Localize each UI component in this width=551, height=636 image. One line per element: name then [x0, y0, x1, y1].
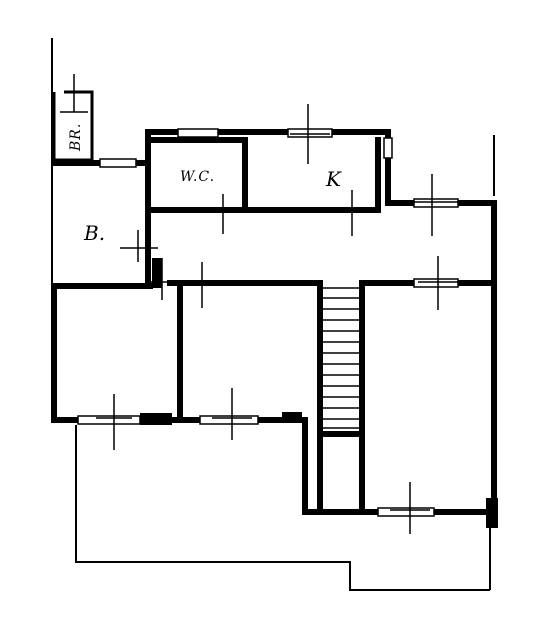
opening-marks: [96, 104, 458, 534]
door-blocks: [140, 258, 498, 528]
room-label-bathroom: B.: [83, 221, 105, 245]
window-front-mid: [199, 415, 259, 425]
window-right-upper: [413, 198, 459, 208]
room-label-box-room: BR.: [68, 123, 84, 152]
walls: [51, 129, 497, 515]
upper-block-top-wall: [145, 129, 413, 206]
window-top-left: [177, 128, 219, 138]
window-front-left: [77, 415, 141, 425]
lower-front-wall: [51, 417, 323, 515]
window-lower-room: [377, 507, 435, 517]
room-label-kitchen: K: [325, 167, 342, 191]
garden-boundary-line: [75, 425, 490, 591]
site-boundary-lines: [51, 38, 495, 591]
staircase-outline: [321, 287, 361, 429]
window-top-right: [287, 128, 333, 138]
room-label-wc: W.C.: [180, 169, 215, 185]
windows: [77, 128, 459, 517]
window-corridor-right: [413, 278, 459, 288]
staircase: [321, 287, 361, 429]
window-bathroom-top: [99, 158, 137, 168]
window-kitchen-corner: [383, 137, 393, 159]
